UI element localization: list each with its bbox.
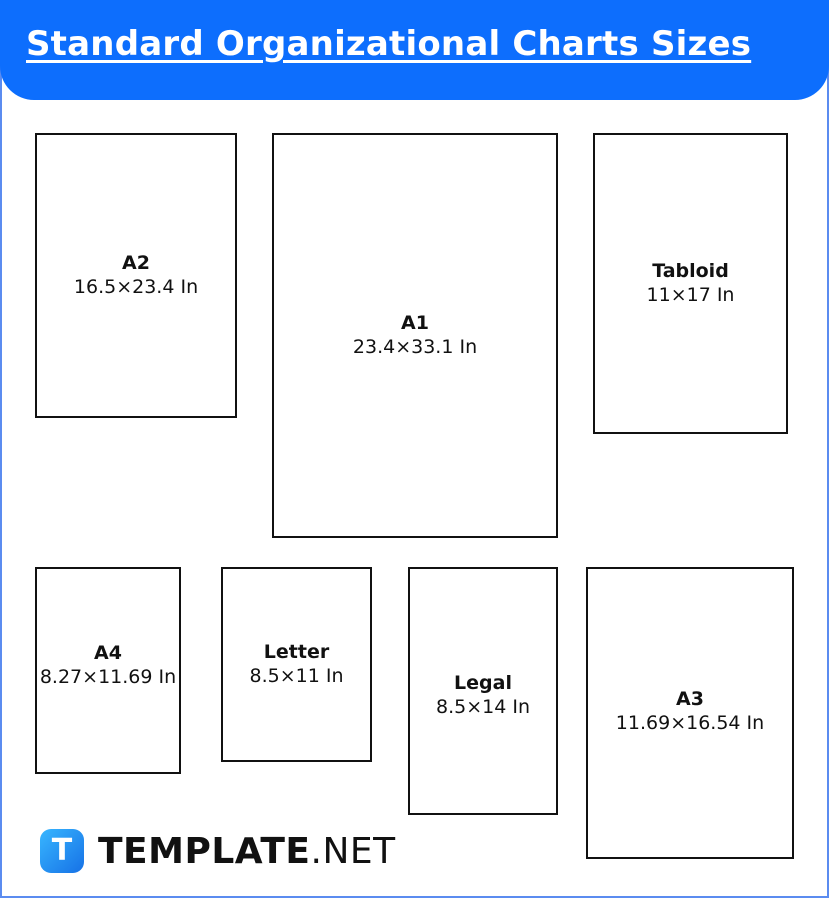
sheet-a1-name: A1 xyxy=(401,312,429,334)
sheet-legal-dims: 8.5×14 In xyxy=(436,696,530,718)
sheet-letter-name: Letter xyxy=(263,641,330,663)
sheet-letter-label: Letter 8.5×11 In xyxy=(223,641,370,687)
logo-suffix: .NET xyxy=(310,830,396,872)
logo-wordmark: TEMPLATE.NET xyxy=(98,831,396,872)
template-net-logo: T TEMPLATE.NET xyxy=(40,828,396,874)
sheet-legal: Legal 8.5×14 In xyxy=(408,567,558,815)
sheet-tabloid-dims: 11×17 In xyxy=(646,284,735,306)
sheet-a4-dims: 8.27×11.69 In xyxy=(39,666,177,688)
sheet-a3-label: A3 11.69×16.54 In xyxy=(588,688,792,734)
sheet-a3-name: A3 xyxy=(676,688,704,710)
sheet-a1: A1 23.4×33.1 In xyxy=(272,133,558,538)
template-logo-icon: T xyxy=(40,829,84,873)
sheet-a3-dims: 11.69×16.54 In xyxy=(615,712,765,734)
sheet-a4-name: A4 xyxy=(94,642,122,664)
sheet-a4: A4 8.27×11.69 In xyxy=(35,567,181,774)
sheet-tabloid-name: Tabloid xyxy=(652,260,729,282)
sheet-a2: A2 16.5×23.4 In xyxy=(35,133,237,418)
sheet-a1-dims: 23.4×33.1 In xyxy=(352,336,478,358)
sheet-tabloid: Tabloid 11×17 In xyxy=(593,133,788,434)
sheet-letter: Letter 8.5×11 In xyxy=(221,567,372,762)
sheet-a2-dims: 16.5×23.4 In xyxy=(73,276,199,298)
sheet-a3: A3 11.69×16.54 In xyxy=(586,567,794,859)
sheet-letter-dims: 8.5×11 In xyxy=(249,665,344,687)
sheet-a4-label: A4 8.27×11.69 In xyxy=(37,642,179,688)
sheet-legal-name: Legal xyxy=(454,672,512,694)
sheet-a1-label: A1 23.4×33.1 In xyxy=(274,312,556,358)
logo-brand: TEMPLATE xyxy=(98,830,311,872)
sheet-tabloid-label: Tabloid 11×17 In xyxy=(595,260,786,306)
sheet-a2-label: A2 16.5×23.4 In xyxy=(37,252,235,298)
page-title: Standard Organizational Charts Sizes xyxy=(26,24,752,64)
sheet-legal-label: Legal 8.5×14 In xyxy=(410,672,556,718)
sheet-a2-name: A2 xyxy=(122,252,150,274)
header-banner: Standard Organizational Charts Sizes xyxy=(0,0,829,100)
